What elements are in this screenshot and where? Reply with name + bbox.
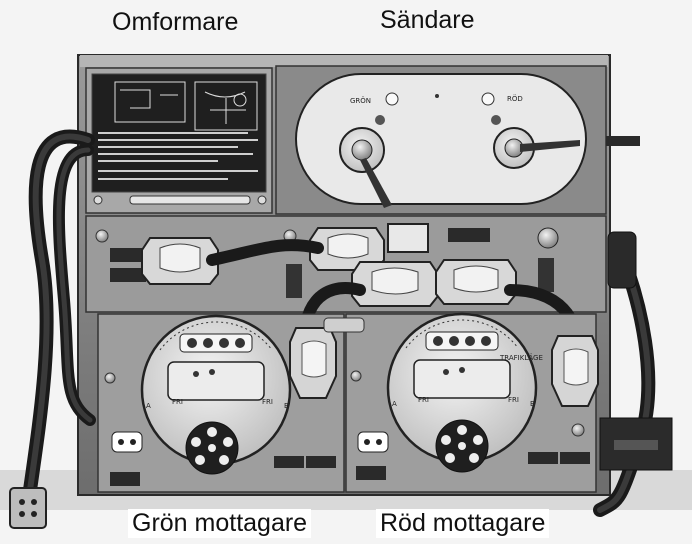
gron-center-window [167,361,265,401]
rod-fri-label-b: FRI [508,396,519,404]
gron-tuning-knob [351,139,373,161]
cable-connector [351,261,439,307]
gron-antenna-plug [289,327,337,399]
screw [104,372,116,384]
nameplate [110,472,140,486]
nameplate [110,248,146,262]
placard-schematic [114,81,258,131]
omformare-handle [129,195,251,205]
case-top-edge [80,55,608,67]
nameplate [274,456,304,468]
rod-small-knob [491,115,501,125]
bottom-left-plug [9,487,47,529]
screw [93,195,103,205]
gron-label-b: B [284,402,289,410]
nameplate [560,452,590,464]
rod-label-b: B [530,400,535,408]
indicator [193,371,199,377]
rod-fri-label-a: FRI [418,396,429,404]
indicator [459,367,465,373]
rod-label-a: A [392,400,397,408]
side-plug [607,231,637,289]
rod-left-socket [357,431,389,453]
junction-box-label [614,440,658,450]
caption-rod-mottagare: Röd mottagare [376,509,550,538]
indicator [443,369,449,375]
label-rod: RÖD [507,94,523,103]
rod-channel-counter [425,331,499,351]
meter-window [387,223,429,253]
nameplate [528,452,558,464]
rod-antenna-plug [551,335,599,407]
gron-label-a: A [146,402,151,410]
screw [257,195,267,205]
screw [350,370,362,382]
center-bracket [323,317,365,333]
gron-indicator-lamp [385,92,399,106]
center-screw [435,94,439,98]
gron-fri-label-a: FRI [172,398,183,406]
gron-tuning-pointer [360,158,392,208]
placard-text-lines [98,132,258,180]
rod-tuning-pointer [520,140,580,152]
gron-left-socket [111,431,143,453]
rod-rotary-selector [435,419,489,473]
label-gron: GRÖN [350,96,371,105]
cable-connector [435,259,517,305]
gron-small-knob [375,115,385,125]
rod-indicator-lamp [481,92,495,106]
sandare-dial-window [295,73,587,205]
knob [537,227,559,249]
rod-trafiklage-label: TRAFIKLÄGE [499,353,543,362]
knob [571,423,585,437]
gron-channel-counter [179,333,253,353]
gron-rotary-selector [185,421,239,475]
fuse-holder [286,264,302,298]
nameplate [356,466,386,480]
caption-gron-mottagare: Grön mottagare [128,509,312,538]
screw [95,229,109,243]
caption-omformare: Omformare [112,8,239,36]
rod-center-window [413,359,511,399]
caption-sandare: Sändare [380,6,475,34]
cable-connector [309,227,385,271]
gron-fri-label-b: FRI [262,398,273,406]
indicator [209,369,215,375]
nameplate [448,228,490,242]
nameplate [110,268,146,282]
nameplate [306,456,336,468]
cable-connector [141,237,219,285]
side-handle [606,136,640,146]
fuse-holder [538,258,554,292]
